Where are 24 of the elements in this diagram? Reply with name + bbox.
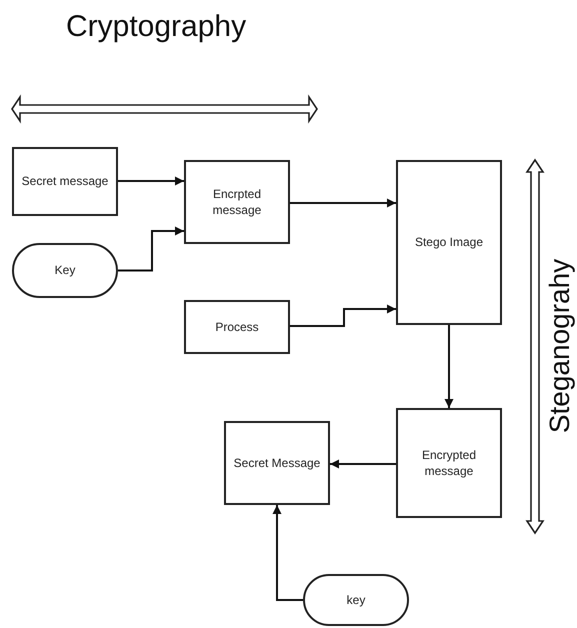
node-label: Process xyxy=(214,318,260,336)
node-label: Encrpted message xyxy=(212,186,262,218)
vertical-heading: Steganograhy xyxy=(544,258,576,434)
node-label: key xyxy=(346,592,366,608)
node-label: Key xyxy=(54,262,76,279)
arrow xyxy=(118,176,184,186)
terminal-shape xyxy=(303,574,409,626)
node-label: Encrypted message xyxy=(420,446,478,480)
process-box xyxy=(184,160,290,244)
process-box xyxy=(396,408,502,518)
heading: Cryptography xyxy=(66,10,246,44)
arrow xyxy=(290,304,396,327)
arrow xyxy=(290,198,396,208)
node-label: Secret message xyxy=(20,173,110,190)
process-box xyxy=(184,300,290,354)
node-label: Stego Image xyxy=(414,234,484,251)
process-box xyxy=(224,421,330,505)
node-label: Secret Message xyxy=(232,454,322,472)
arrow xyxy=(330,460,396,468)
arrow xyxy=(272,505,303,601)
process-box xyxy=(396,160,502,325)
process-box xyxy=(12,147,118,216)
arrow xyxy=(118,226,184,272)
arrow xyxy=(444,325,454,408)
